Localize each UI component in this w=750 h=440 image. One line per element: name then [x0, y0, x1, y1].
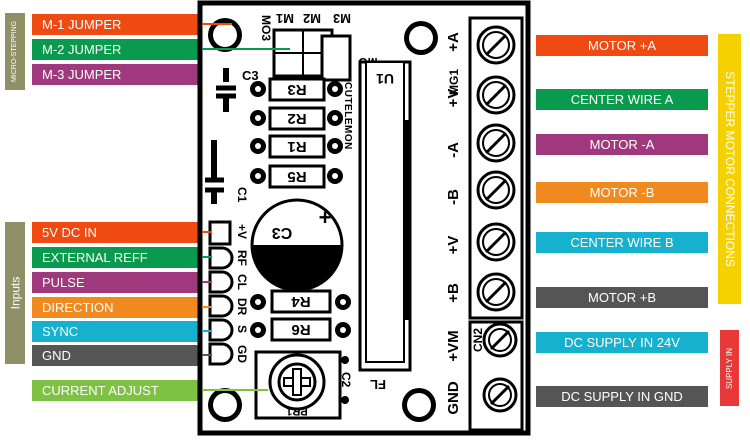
driver-chip-u1-inner — [365, 61, 405, 363]
direction-label: DIRECTION — [32, 297, 202, 318]
resistor-r6 — [270, 317, 332, 342]
jumper-pad-m3 — [320, 34, 352, 82]
silk-m3: M3 — [333, 11, 351, 26]
silk-pin-cl: CL — [235, 274, 249, 290]
terminal-screws-supply — [482, 322, 518, 413]
silk-plus: + — [319, 205, 332, 230]
silk-mo3: MO3 — [259, 15, 273, 41]
silk-pin-vr: +V — [235, 224, 249, 239]
c2-pad-a — [341, 356, 349, 364]
input-header — [208, 220, 234, 366]
resistor-pads-bottom — [250, 294, 351, 338]
silk-t-minus-b: -B — [445, 189, 462, 205]
m1-jumper-label: M-1 JUMPER — [32, 14, 202, 35]
silk-pin-rf: RF — [235, 250, 249, 266]
silk-m2: M2 — [303, 11, 321, 26]
resistor-r5 — [268, 164, 326, 189]
mounting-hole-top-left-inner — [213, 23, 237, 47]
silk-t-plus-b: +B — [445, 283, 462, 303]
m2-jumper-label: M-2 JUMPER — [32, 39, 202, 60]
terminal-screws-motor — [476, 25, 516, 312]
stepper-motor-connections-tab: STEPPER MOTOR CONNECTIONS — [718, 34, 741, 304]
driver-chip-u1-stripe — [404, 120, 410, 320]
resistor-r1 — [268, 134, 326, 159]
supply-in-tab: SUPPLY IN — [720, 330, 739, 406]
silk-t-plus-vm: +VM — [445, 330, 462, 361]
resistor-pads-left — [250, 81, 343, 184]
silk-pin-gd: GD — [235, 345, 249, 363]
silk-m1: M1 — [276, 11, 294, 26]
pulse-label: PULSE — [32, 272, 202, 293]
silk-r5: R5 — [287, 168, 306, 185]
resistor-r3 — [268, 77, 326, 102]
gnd-label: GND — [32, 345, 202, 366]
motor-minus-a-label: MOTOR -A — [536, 134, 708, 155]
resistor-r2 — [268, 106, 326, 131]
silk-c3-small: C3 — [242, 68, 259, 83]
motor-plus-b-label: MOTOR +B — [536, 287, 708, 308]
silk-fl: FL — [370, 377, 386, 392]
mounting-hole-top-right-inner — [409, 26, 433, 50]
terminal-block-mg1 — [468, 16, 524, 320]
inputs-tab: Inputs — [5, 222, 25, 364]
silk-u1: U1 — [376, 71, 394, 87]
silk-r6: R6 — [291, 321, 310, 338]
center-wire-b-label: CENTER WIRE B — [536, 232, 708, 253]
m3-jumper-label: M-3 JUMPER — [32, 64, 202, 85]
silk-c2: C2 — [339, 372, 353, 388]
silk-pin-dr: DR — [235, 298, 249, 316]
silk-c1: C1 — [235, 187, 249, 203]
silk-t-plus-v1: +V — [445, 89, 462, 108]
silk-mg1: MG1 — [447, 69, 461, 95]
capacitor-c3-polarity — [252, 245, 342, 290]
motor-plus-a-label: MOTOR +A — [536, 35, 708, 56]
dc5v-in-label: 5V DC IN — [32, 222, 202, 243]
mounting-hole-bottom-right-inner — [407, 393, 431, 417]
current-adjust-label: CURRENT ADJUST — [32, 380, 202, 401]
silk-t-minus-a: -A — [445, 142, 462, 158]
silk-cn2: CN2 — [471, 328, 485, 352]
center-wire-a-label: CENTER WIRE A — [536, 89, 708, 110]
silk-r1: R1 — [287, 138, 306, 155]
silk-pin-s: S — [235, 325, 249, 333]
dc-supply-24v-label: DC SUPPLY IN 24V — [536, 332, 708, 353]
silk-r3: R3 — [287, 81, 306, 98]
silk-pr1: PR1 — [286, 405, 307, 417]
silk-c3-big: C3 — [272, 224, 293, 241]
sync-label: SYNC — [32, 321, 202, 342]
silk-r4: R4 — [291, 293, 311, 310]
micro-stepping-tab: MICRO-STEPPING — [5, 13, 25, 90]
external-reff-label: EXTERNAL REFF — [32, 247, 202, 268]
c2-pad-b — [341, 396, 349, 404]
potentiometer-slot-v — [292, 368, 302, 396]
silk-r2: R2 — [287, 110, 306, 127]
resistor-r4 — [270, 289, 332, 314]
silk-t-plus-a: +A — [445, 32, 462, 52]
silk-brand: CUTELEMON — [342, 82, 353, 150]
silk-t-plus-v2: +V — [445, 236, 462, 255]
mounting-hole-bottom-left-inner — [213, 393, 237, 417]
silk-t-gnd: GND — [445, 381, 462, 415]
dc-supply-gnd-label: DC SUPPLY IN GND — [536, 386, 708, 407]
motor-minus-b-label: MOTOR -B — [536, 182, 708, 203]
